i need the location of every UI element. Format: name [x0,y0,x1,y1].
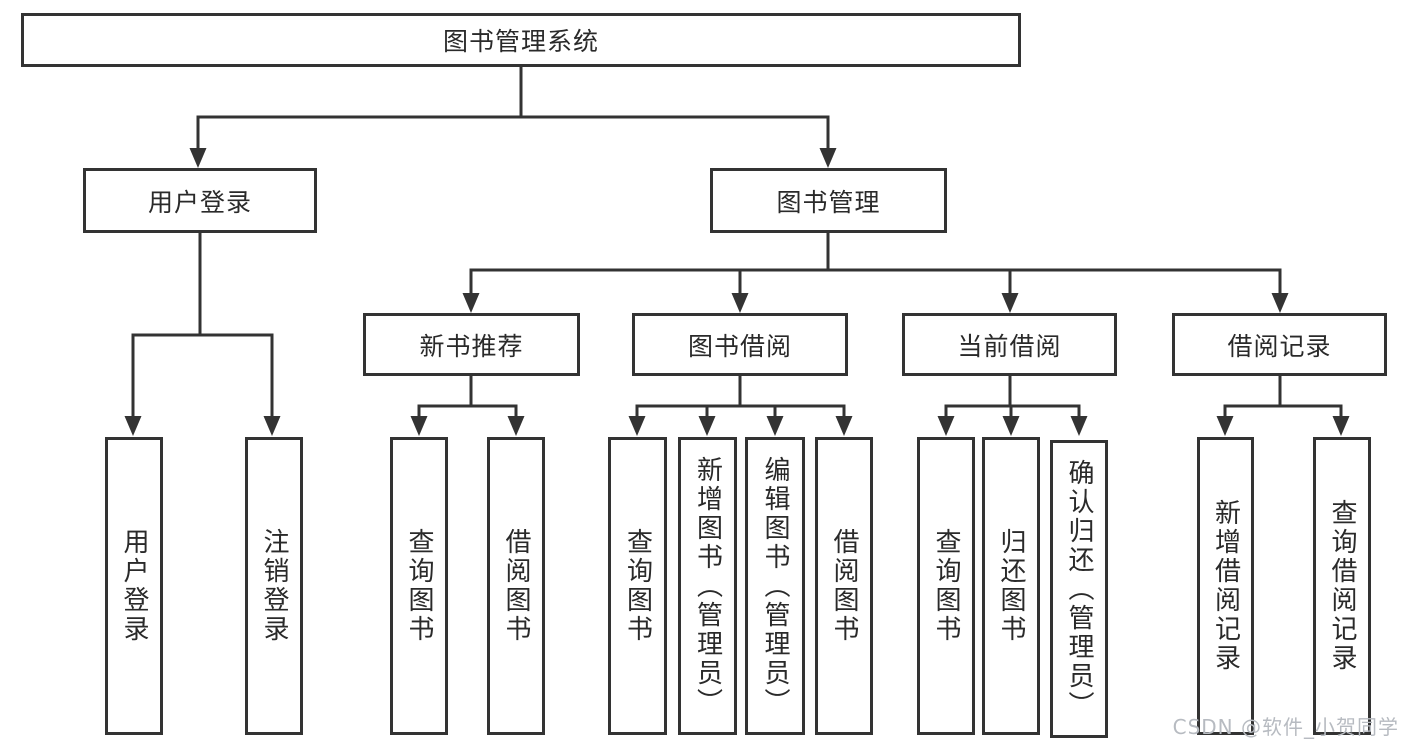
node-label: 图书管理系统 [442,27,599,56]
leaf-query-books-3: 查询图书 [917,437,975,735]
leaf-query-books-1: 查询图书 [390,437,448,735]
node-label: 查询借阅记录 [1327,499,1357,673]
node-label: 借阅记录 [1227,331,1332,361]
node-label: 确认归还（管理员） [1064,458,1094,720]
arrow-down-icon [1271,293,1289,313]
node-book-borrow: 图书借阅 [632,313,848,376]
node-label: 新增图书（管理员） [692,455,723,717]
arrow-down-icon [462,293,480,313]
node-book-management: 图书管理 [710,168,947,233]
arrow-down-icon [263,416,281,436]
arrow-down-icon [189,148,207,168]
node-user-login: 用户登录 [83,168,317,233]
node-label: 新书推荐 [419,331,524,361]
leaf-user-login: 用户登录 [105,437,163,735]
leaf-return-books: 归还图书 [982,437,1040,735]
leaf-query-borrow-record: 查询借阅记录 [1313,437,1371,735]
node-label: 借阅图书 [829,528,859,644]
node-label: 查询图书 [622,528,653,644]
csdn-watermark: CSDN @软件_小贺同学 [1172,715,1399,739]
node-borrow-records: 借阅记录 [1172,313,1387,376]
arrow-down-icon [1070,416,1088,436]
arrow-down-icon [835,416,853,436]
node-label: 查询图书 [404,528,434,644]
arrow-down-icon [731,293,749,313]
arrow-down-icon [628,416,646,436]
leaf-add-borrow-record: 新增借阅记录 [1197,437,1254,735]
node-label: 用户登录 [119,528,149,644]
arrow-down-icon [766,416,784,436]
node-current-borrow: 当前借阅 [902,313,1117,376]
arrow-down-icon [819,148,837,168]
node-label: 注销登录 [259,528,289,644]
arrow-down-icon [1001,293,1019,313]
node-label: 当前借阅 [957,331,1062,361]
node-label: 图书借阅 [687,331,792,361]
node-label: 新增借阅记录 [1210,499,1241,673]
node-label: 查询图书 [931,528,961,644]
leaf-add-books-admin: 新增图书（管理员） [678,437,737,735]
arrowheads-group [124,148,1350,436]
arrow-down-icon [698,416,716,436]
arrow-down-icon [410,416,428,436]
node-label: 编辑图书（管理员） [760,455,790,717]
arrow-down-icon [1332,416,1350,436]
node-label: 归还图书 [996,528,1026,644]
arrow-down-icon [1216,416,1234,436]
node-label: 借阅图书 [501,528,531,644]
leaf-logout: 注销登录 [245,437,303,735]
leaf-query-books-2: 查询图书 [608,437,667,735]
leaf-edit-books-admin: 编辑图书（管理员） [745,437,805,735]
node-library-management-system: 图书管理系统 [21,13,1021,67]
arrow-down-icon [1002,416,1020,436]
node-label: 图书管理 [776,187,881,217]
arrow-down-icon [124,416,142,436]
arrow-down-icon [937,416,955,436]
leaf-confirm-return-admin: 确认归还（管理员） [1050,440,1108,738]
arrow-down-icon [507,416,525,436]
node-new-book-recommend: 新书推荐 [363,313,580,376]
leaf-borrow-books-2: 借阅图书 [815,437,873,735]
node-label: 用户登录 [147,187,252,217]
leaf-borrow-books-1: 借阅图书 [487,437,545,735]
